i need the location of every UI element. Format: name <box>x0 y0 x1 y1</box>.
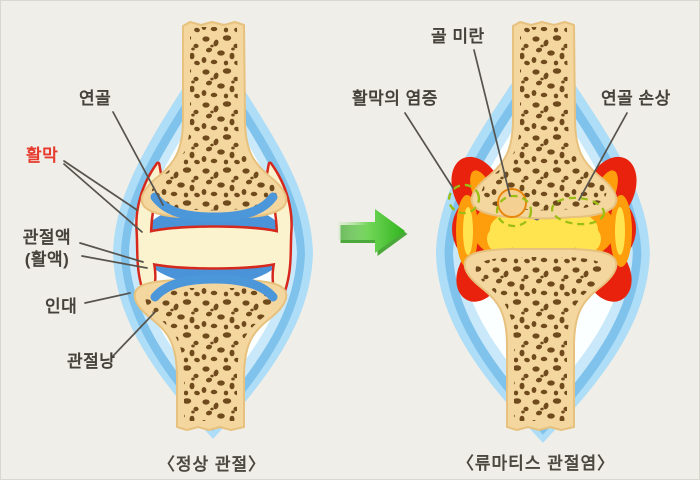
label-joint-fluid-line2: (활액) <box>24 250 70 270</box>
label-ligament: 인대 <box>45 297 78 316</box>
label-synovial-inflammation: 활막의 염증 <box>352 89 438 108</box>
leader-bone-erosion <box>473 49 511 197</box>
cartilage-shape <box>150 192 278 302</box>
leader-synovium-1 <box>63 160 138 211</box>
label-synovium: 활막 <box>26 146 59 165</box>
leader-joint-fluid-1 <box>79 242 144 263</box>
leader-cartilage-damage <box>578 112 628 201</box>
erosion-markers <box>447 183 606 228</box>
leader-cartilage <box>112 111 164 206</box>
caption-normal-joint: 〈정상 관절〉 <box>157 455 267 474</box>
label-joint-capsule: 관절낭 <box>67 352 116 371</box>
label-cartilage: 연골 <box>79 89 112 108</box>
leader-joint-capsule <box>112 311 156 357</box>
label-cartilage-damage: 연골 손상 <box>601 89 671 108</box>
leader-ligament <box>84 292 131 304</box>
normal-joint-illustration <box>113 21 313 439</box>
label-joint-fluid: 관절액 (활액) <box>15 227 79 271</box>
leader-synovium-2 <box>63 163 143 233</box>
caption-rheumatoid-arthritis: 〈류마티스 관절염〉 <box>456 454 616 473</box>
right-arrow-icon <box>338 209 408 256</box>
leader-synovial-inflammation <box>404 112 454 189</box>
label-bone-erosion: 골 미란 <box>431 27 485 46</box>
rheumatoid-joint-illustration <box>435 21 650 443</box>
label-joint-fluid-line1: 관절액 <box>22 228 72 247</box>
leader-lines <box>63 49 628 357</box>
bone-erosion-bump <box>497 188 527 218</box>
leader-joint-fluid-2 <box>81 255 148 269</box>
